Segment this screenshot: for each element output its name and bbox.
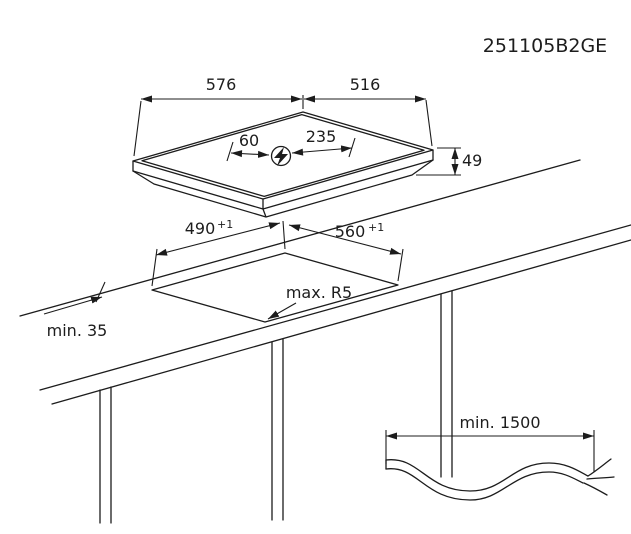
countertop-front-edge <box>39 224 631 391</box>
hob-width-label: 576 <box>206 75 237 94</box>
cable-top-edge <box>385 459 589 492</box>
hob-height-label: 49 <box>462 151 482 170</box>
dimension-cutout: 490 +1 560 +1 <box>151 218 404 287</box>
front-clearance-note: min. 35 <box>43 281 108 340</box>
clearance-arrow <box>43 296 103 315</box>
connection-left-label: 60 <box>239 131 259 150</box>
countertop-drawing <box>19 159 631 524</box>
worktop-cutout <box>151 252 399 323</box>
cutout-depth-tolerance: +1 <box>368 221 384 234</box>
dimension-hob-width-depth: 576 516 <box>133 75 433 157</box>
lightning-icon <box>274 147 288 166</box>
connection-right-label: 235 <box>306 127 337 146</box>
cable-wire-strands <box>583 458 615 496</box>
connection-right-dim-line <box>291 145 353 156</box>
hob-drawing <box>132 111 434 218</box>
corner-radius-leader <box>267 302 297 320</box>
extension-lines <box>416 147 461 176</box>
corner-radius-label: max. R5 <box>286 283 352 302</box>
cutout-depth-label: 560 <box>335 222 366 241</box>
cutout-width-dim-line <box>155 222 281 256</box>
extension-lines <box>133 95 433 157</box>
hob-depth-label: 516 <box>350 75 381 94</box>
cable-drawing: min. 1500 <box>385 413 615 501</box>
model-number: 251105B2GE <box>483 35 607 57</box>
cutout-drawing <box>151 252 399 323</box>
cutout-depth-dim-line <box>288 224 402 255</box>
hob-glass-edge <box>141 113 425 198</box>
cable-bottom-edge <box>385 468 584 501</box>
cable-length-label: min. 1500 <box>459 413 540 432</box>
hob-rim <box>132 149 434 210</box>
table-legs <box>99 290 453 524</box>
clearance-tick <box>95 281 106 303</box>
countertop-bottom-edge <box>51 239 631 405</box>
cutout-width-label: 490 <box>185 219 216 238</box>
front-clearance-label: min. 35 <box>47 321 108 340</box>
connection-left-dim-line <box>230 150 270 158</box>
dimension-connection-position: 60 235 <box>226 127 356 162</box>
power-connection-icon <box>270 145 292 167</box>
hob-casing <box>132 159 434 218</box>
cutout-width-tolerance: +1 <box>217 218 233 231</box>
dimension-hob-height: 49 <box>416 147 482 176</box>
corner-radius-note: max. R5 <box>267 283 352 320</box>
